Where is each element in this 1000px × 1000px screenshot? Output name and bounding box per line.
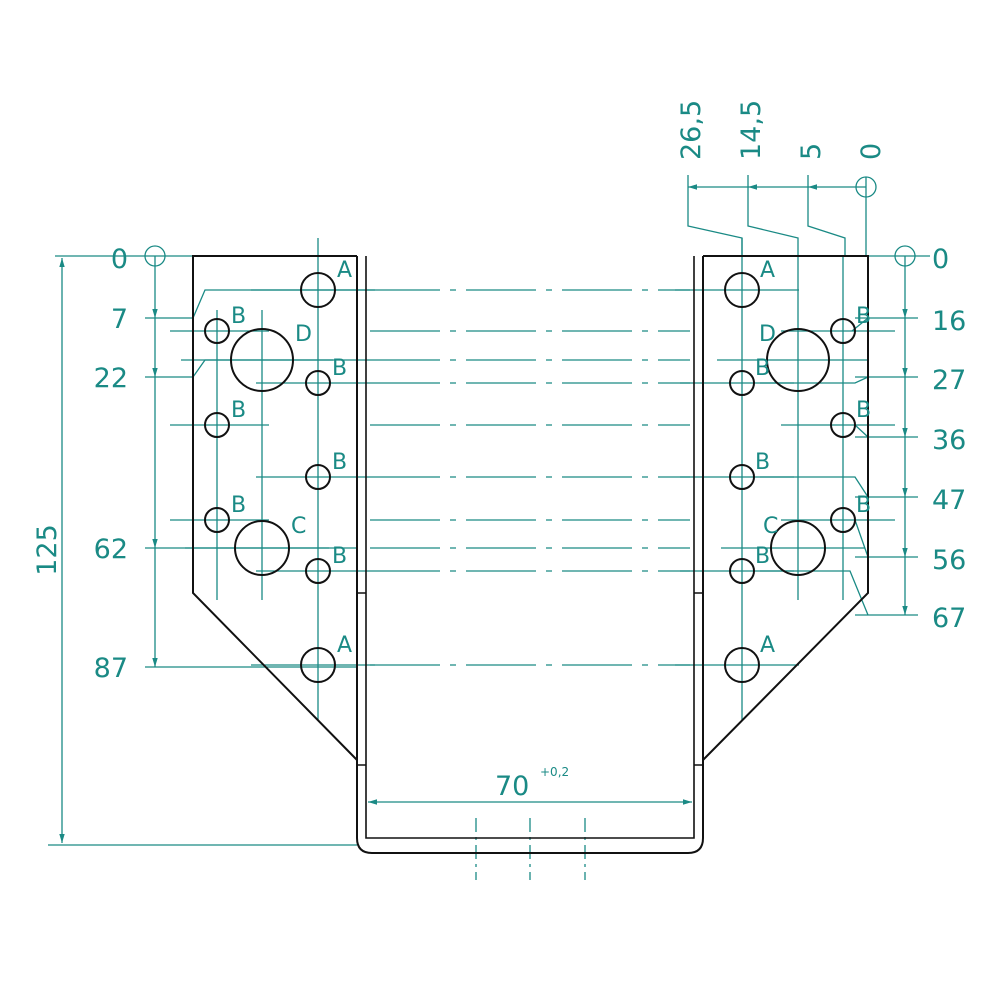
left-hole	[230, 328, 294, 392]
hole-label: B	[755, 356, 770, 381]
hole-label: C	[763, 514, 778, 539]
right-ordinate-label: 16	[932, 306, 966, 337]
hole-label: A	[337, 633, 352, 658]
holes	[204, 272, 856, 683]
right-plate-outline	[702, 255, 869, 761]
right-hole	[830, 507, 856, 533]
hole-label: A	[760, 258, 775, 283]
left-hole	[305, 464, 331, 490]
hole-label: A	[337, 258, 352, 283]
right-ordinate-label: 36	[932, 425, 966, 456]
left-ordinate-label: 7	[111, 304, 128, 335]
top-ordinate-label: 26,5	[676, 100, 707, 160]
hole-label: C	[291, 514, 306, 539]
leader-line	[760, 317, 869, 616]
extension-line	[807, 175, 846, 256]
right-ordinate-label: 67	[932, 603, 966, 634]
u-channel-inner	[365, 256, 695, 839]
left-hole	[300, 272, 336, 308]
left-ordinate-label: 87	[94, 653, 128, 684]
right-ordinate-label: 47	[932, 485, 966, 516]
right-hole	[724, 647, 760, 683]
top-ordinate-label: 14,5	[736, 100, 767, 160]
top-ordinate-label: 5	[796, 143, 827, 160]
hole-label: D	[295, 322, 312, 347]
dimension-lines	[48, 175, 930, 880]
hole-label: D	[759, 322, 776, 347]
hole-label: B	[332, 356, 347, 381]
u-channel-outer	[356, 256, 704, 854]
leader-line	[192, 289, 370, 378]
right-hole	[724, 272, 760, 308]
bend-lines	[357, 592, 703, 766]
right-hole	[770, 520, 826, 576]
right-hole	[729, 464, 755, 490]
hole-label: B	[231, 398, 246, 423]
hole-label: B	[231, 493, 246, 518]
top-ordinate-label: 0	[856, 143, 887, 160]
hole-label: B	[332, 450, 347, 475]
right-ordinate-label: 0	[932, 244, 949, 275]
left-hole	[305, 558, 331, 584]
left-hole	[204, 507, 230, 533]
hole-label: B	[755, 450, 770, 475]
left-hole	[300, 647, 336, 683]
left-hole	[305, 370, 331, 396]
right-hole	[766, 328, 830, 392]
extension-line	[747, 175, 799, 256]
part-outline	[192, 255, 869, 854]
right-hole	[830, 318, 856, 344]
left-ordinate-label: 62	[94, 534, 128, 565]
right-hole	[830, 412, 856, 438]
extension-line	[687, 175, 743, 256]
hole-label: B	[231, 304, 246, 329]
hole-label: A	[760, 633, 775, 658]
hole-label: B	[856, 493, 871, 518]
hole-label: B	[856, 304, 871, 329]
right-hole	[729, 558, 755, 584]
left-hole	[204, 318, 230, 344]
left-ordinate-label: 0	[111, 244, 128, 275]
left-plate-outline	[192, 255, 358, 761]
hole-label: B	[856, 398, 871, 423]
hole-label: B	[332, 544, 347, 569]
right-ordinate-label: 27	[932, 365, 966, 396]
width-label: 70	[495, 771, 529, 802]
left-hole	[234, 520, 290, 576]
width-tolerance: +0,2	[540, 765, 569, 779]
overall-height-label: 125	[32, 524, 63, 576]
right-ordinate-label: 56	[932, 545, 966, 576]
right-hole	[729, 370, 755, 396]
left-hole	[204, 412, 230, 438]
hole-label: B	[755, 544, 770, 569]
left-ordinate-label: 22	[94, 363, 128, 394]
